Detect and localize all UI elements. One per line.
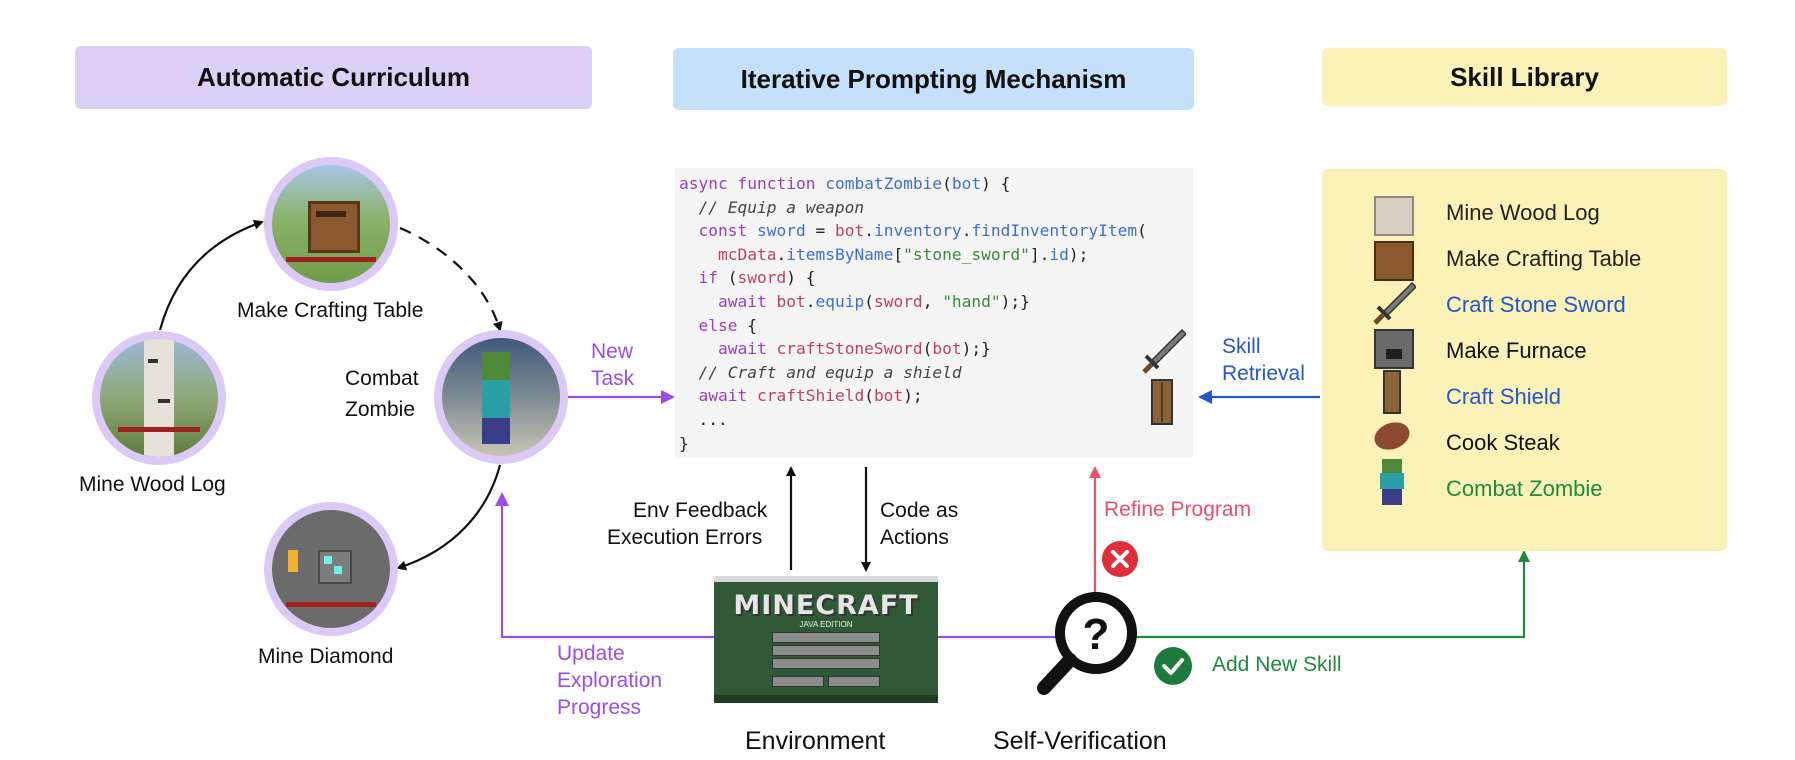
label-update-2: Exploration: [557, 669, 663, 692]
mc-button-4: [772, 676, 824, 687]
furnace-icon: [1374, 329, 1414, 369]
code-line-12: }: [679, 433, 689, 453]
magnifier-question-icon: ?: [1037, 592, 1137, 695]
code-line-3: const sword = bot.inventory.findInventor…: [698, 221, 1147, 241]
error-x-icon: [1102, 541, 1138, 577]
code-line-4: mcData.itemsByName["stone_sword"].id);: [717, 244, 1089, 264]
skill-item-make-furnace: Make Furnace: [1446, 338, 1587, 363]
arrow-zombie-to-diamond: [396, 464, 502, 571]
steak-icon: [1370, 417, 1414, 455]
label-mine-wood-log: Mine Wood Log: [79, 473, 226, 496]
label-environment: Environment: [745, 727, 886, 755]
label-new-task-2: Task: [591, 367, 635, 390]
skill-item-craft-stone-sword: Craft Stone Sword: [1446, 292, 1626, 317]
label-update-1: Update: [557, 642, 625, 665]
crafting-table-icon: [1374, 241, 1414, 281]
label-add-new-skill: Add New Skill: [1212, 653, 1342, 676]
code-line-6: await bot.equip(sword, "hand");}: [717, 291, 1030, 311]
label-code-as-actions-2: Actions: [880, 526, 949, 549]
circle-mine-diamond: [264, 502, 398, 636]
skill-item-mine-wood-log: Mine Wood Log: [1446, 200, 1600, 225]
label-combat-zombie-1: Combat: [345, 367, 419, 390]
birch-log-icon: [1374, 196, 1414, 236]
code-line-9: // Craft and equip a shield: [679, 362, 962, 382]
code-line-8: await craftStoneSword(bot);}: [717, 339, 991, 359]
zombie-icon: [1380, 459, 1404, 505]
circle-make-crafting-table: [264, 157, 398, 291]
skill-item-craft-shield: Craft Shield: [1446, 384, 1561, 409]
mc-button-5: [828, 676, 880, 687]
check-icon: [1154, 647, 1192, 685]
svg-text:?: ?: [1083, 610, 1110, 659]
label-update-3: Progress: [557, 696, 642, 719]
arrow-add-new-skill: [1125, 550, 1530, 639]
stone-sword-icon: [1373, 281, 1416, 325]
label-make-crafting-table: Make Crafting Table: [237, 299, 424, 322]
minecraft-logo: MINECRAFT: [733, 590, 919, 621]
code-line-11: ...: [679, 409, 728, 429]
code-line-7: else {: [698, 315, 757, 335]
label-skill-retrieval-2: Retrieval: [1222, 362, 1305, 385]
label-skill-retrieval-1: Skill: [1222, 335, 1261, 358]
label-self-verification: Self-Verification: [993, 727, 1167, 755]
minecraft-edition: JAVA EDITION: [799, 620, 853, 629]
skill-library-panel: Mine Wood Log Make Crafting Table Craft …: [1322, 169, 1727, 551]
circle-mine-wood-log: [92, 331, 226, 465]
arrow-wood-to-table: [158, 219, 264, 331]
arrow-update-progress: [495, 492, 714, 639]
label-combat-zombie-2: Zombie: [345, 398, 416, 421]
prompting-header: Iterative Prompting Mechanism: [673, 48, 1194, 110]
arrow-table-to-zombie: [399, 226, 503, 332]
label-new-task-1: New: [591, 340, 634, 363]
code-line-1: async function combatZombie(bot) {: [679, 174, 1011, 193]
shield-icon: [1151, 379, 1173, 425]
mc-button-2: [772, 645, 880, 656]
code-line-10: await craftShield(bot);: [698, 386, 923, 406]
code-block: async function combatZombie(bot) { // Eq…: [675, 168, 1193, 458]
label-refine-program: Refine Program: [1104, 498, 1252, 521]
stone-sword-icon: [1142, 328, 1186, 374]
shield-icon: [1383, 370, 1401, 414]
mc-button-3: [772, 658, 880, 669]
skill-item-cook-steak: Cook Steak: [1446, 430, 1560, 455]
circle-combat-zombie: [434, 330, 568, 464]
skill-item-combat-zombie: Combat Zombie: [1446, 476, 1603, 501]
mc-button-1: [772, 632, 880, 643]
curriculum-header: Automatic Curriculum: [75, 46, 592, 109]
library-header: Skill Library: [1322, 48, 1727, 106]
code-line-2: // Equip a weapon: [679, 197, 865, 217]
skill-item-make-crafting-table: Make Crafting Table: [1446, 246, 1642, 271]
label-code-as-actions-1: Code as: [880, 499, 959, 522]
label-env-feedback-2: Execution Errors: [607, 526, 763, 549]
label-mine-diamond: Mine Diamond: [258, 645, 394, 668]
code-line-5: if (sword) {: [698, 268, 816, 288]
minecraft-screenshot: MINECRAFT JAVA EDITION: [714, 576, 938, 703]
label-env-feedback-1: Env Feedback: [633, 499, 768, 522]
